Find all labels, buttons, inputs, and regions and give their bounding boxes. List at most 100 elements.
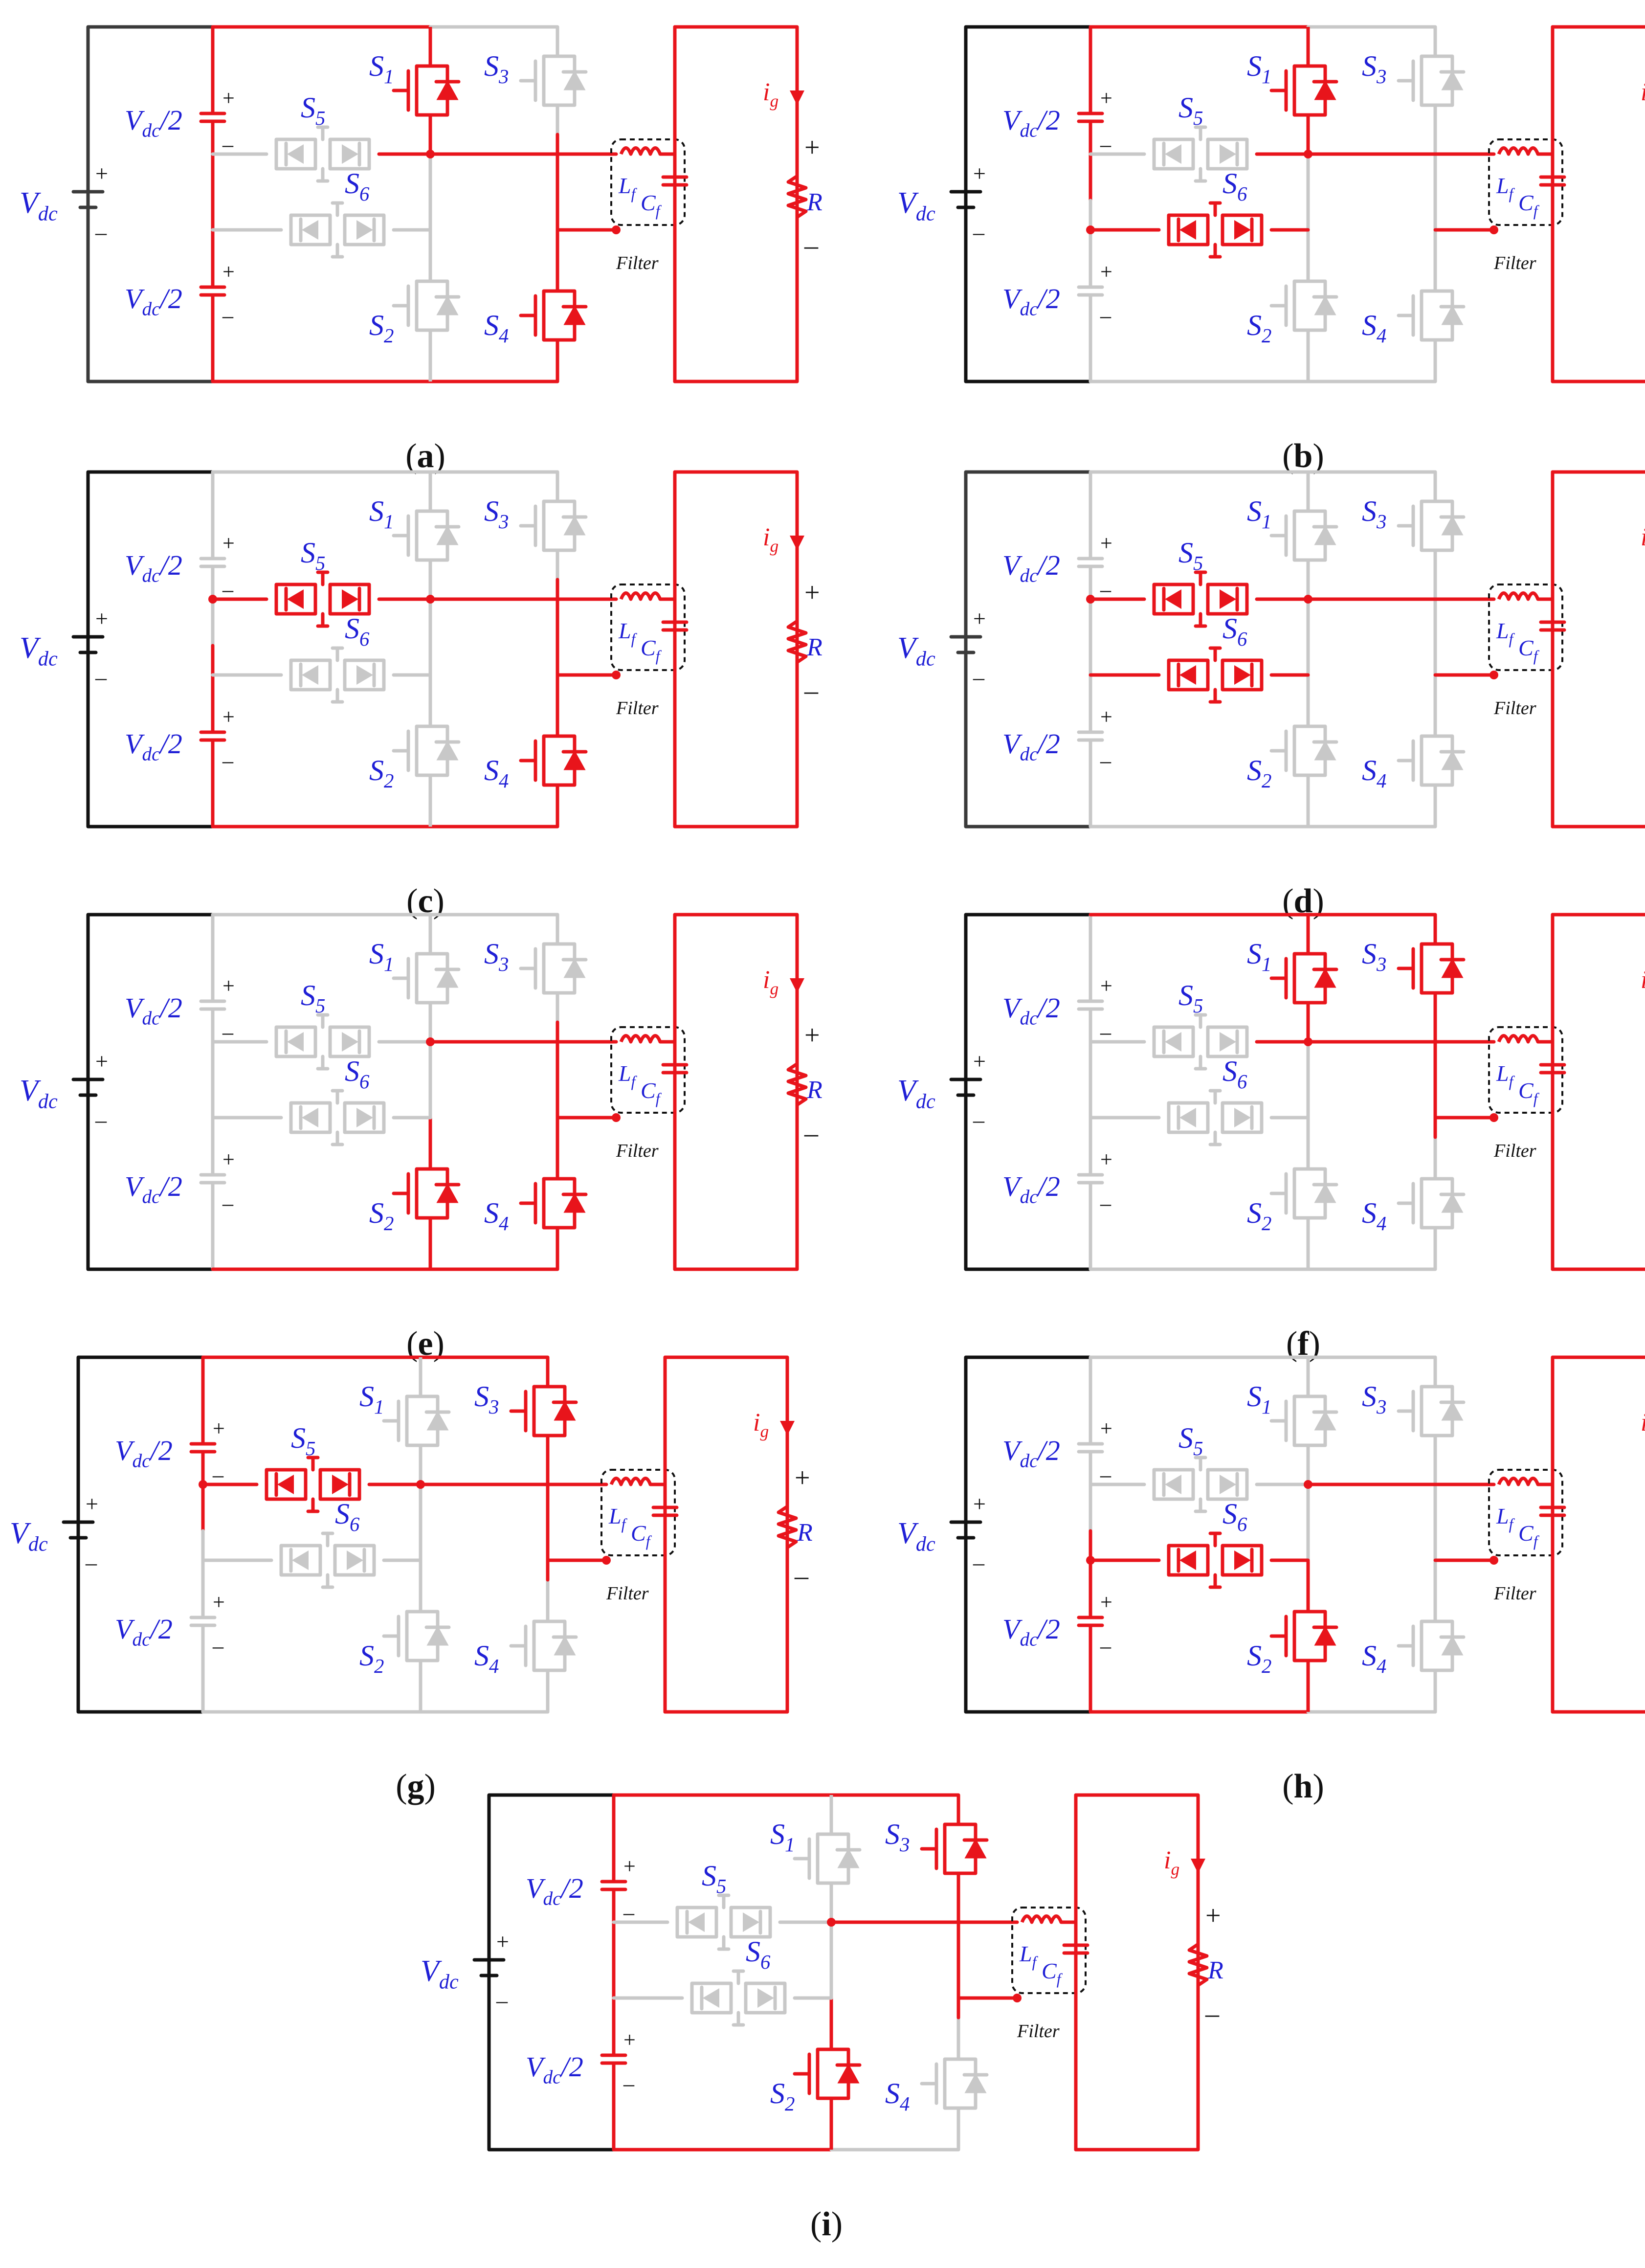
diode-icon (436, 740, 459, 761)
diode-icon (964, 2073, 987, 2093)
switch-s2 (1269, 1118, 1338, 1269)
panel-caption: (g) (396, 1768, 436, 1805)
inductor-lf (619, 591, 662, 601)
switch-body (1206, 1484, 1249, 1501)
switch-body (1221, 1101, 1264, 1118)
filter-label: Filter (616, 253, 659, 273)
switch-body (729, 1906, 772, 1922)
switch-s4 (1397, 1137, 1466, 1269)
plus-sign: + (496, 1929, 509, 1954)
minus-sign: – (496, 1988, 508, 2013)
diode-icon (1179, 1550, 1196, 1570)
igbt-body (1292, 675, 1310, 827)
switch-body (328, 599, 371, 616)
ig-label: ig (1641, 523, 1645, 556)
load-loop (1551, 913, 1645, 1271)
switch-s1 (392, 27, 461, 154)
switch-s4 (1397, 695, 1466, 827)
s2-label: S2 (369, 309, 394, 347)
plus-sign: + (1100, 1416, 1112, 1440)
current-arrow-icon (790, 90, 804, 105)
plus-sign: + (1205, 1901, 1221, 1931)
dc-source-wire (86, 25, 213, 383)
s2-label: S2 (1247, 1197, 1271, 1235)
s6-label: S6 (1223, 612, 1247, 650)
switch-s3 (519, 472, 588, 580)
resistor-r (1187, 1943, 1209, 1987)
igbt-body (542, 915, 559, 1022)
switch-body (343, 1101, 386, 1118)
switch-s2 (392, 1118, 461, 1269)
switch-body (1206, 1468, 1249, 1484)
switch-body (1221, 675, 1264, 692)
cf-label: Cf (641, 190, 662, 220)
switch-s5 (274, 1013, 371, 1071)
lf-label: Lf (618, 618, 638, 648)
junction-dot (1489, 225, 1498, 234)
minus-sign: – (973, 1107, 985, 1132)
diode-icon (302, 220, 318, 240)
plus-sign: + (222, 974, 235, 998)
diode-icon (287, 144, 304, 164)
s3-label: S3 (474, 1380, 499, 1418)
dc-source-wire (76, 1355, 203, 1714)
switch-s6 (1167, 1531, 1264, 1589)
s6-label: S6 (1223, 167, 1247, 205)
cf-label: Cf (641, 635, 662, 665)
r-label: R (806, 633, 822, 661)
diode-icon (563, 305, 586, 325)
inductor-lf (609, 1477, 652, 1486)
load-loop (1551, 25, 1645, 383)
igbt-body (816, 1998, 833, 2150)
switch-body (343, 230, 386, 247)
diode-icon (1179, 1108, 1196, 1127)
switch-s6 (1167, 201, 1264, 259)
panel-caption: (a) (405, 437, 445, 475)
load-loop (1074, 1793, 1200, 2152)
switch-s6 (279, 1531, 376, 1589)
plus-sign: + (1100, 705, 1112, 729)
switch-body (1221, 1544, 1264, 1560)
switch-s1 (1269, 1357, 1338, 1484)
diode-icon (1441, 70, 1464, 90)
diode-icon (1314, 1625, 1336, 1646)
switch-body (1206, 1042, 1249, 1058)
diode-icon (1220, 589, 1236, 609)
diode-icon (356, 665, 373, 685)
switch-body (328, 154, 371, 171)
diode-icon (1441, 1635, 1464, 1656)
junction-dot (1489, 671, 1498, 679)
switch-body (1206, 583, 1249, 599)
lf-label: Lf (1496, 1061, 1515, 1090)
igbt-body (943, 2018, 960, 2150)
lf-label: Lf (1496, 173, 1515, 202)
diode-icon (563, 70, 586, 90)
s3-label: S3 (484, 495, 509, 533)
igbt-body (1420, 249, 1437, 382)
plus-sign: + (222, 1147, 235, 1171)
switch-body (328, 137, 371, 154)
s2-label: S2 (1247, 309, 1271, 347)
diode-icon (1441, 750, 1464, 770)
capacitor-top (1077, 112, 1104, 123)
diode-icon (436, 80, 459, 100)
filter-label: Filter (616, 698, 659, 719)
inductor-lf (1497, 1477, 1540, 1486)
vdc-label: Vdc (421, 1954, 459, 1994)
diode-icon (436, 967, 459, 988)
igbt-body (816, 1795, 833, 1922)
switch-body (1152, 137, 1195, 154)
diode-icon (287, 589, 304, 609)
minus-sign: – (804, 675, 819, 706)
switch-body (274, 154, 317, 171)
igbt-body (1420, 27, 1437, 135)
diode-icon (356, 220, 373, 240)
cf-label: Cf (1042, 1958, 1063, 1988)
switch-body (1152, 154, 1195, 171)
switch-body (1206, 154, 1249, 171)
switch-body (1206, 137, 1249, 154)
vdc-label: Vdc (897, 1074, 935, 1113)
dc-source-wire (86, 913, 213, 1271)
diode-icon (287, 1032, 304, 1052)
switch-s3 (1397, 1357, 1466, 1465)
